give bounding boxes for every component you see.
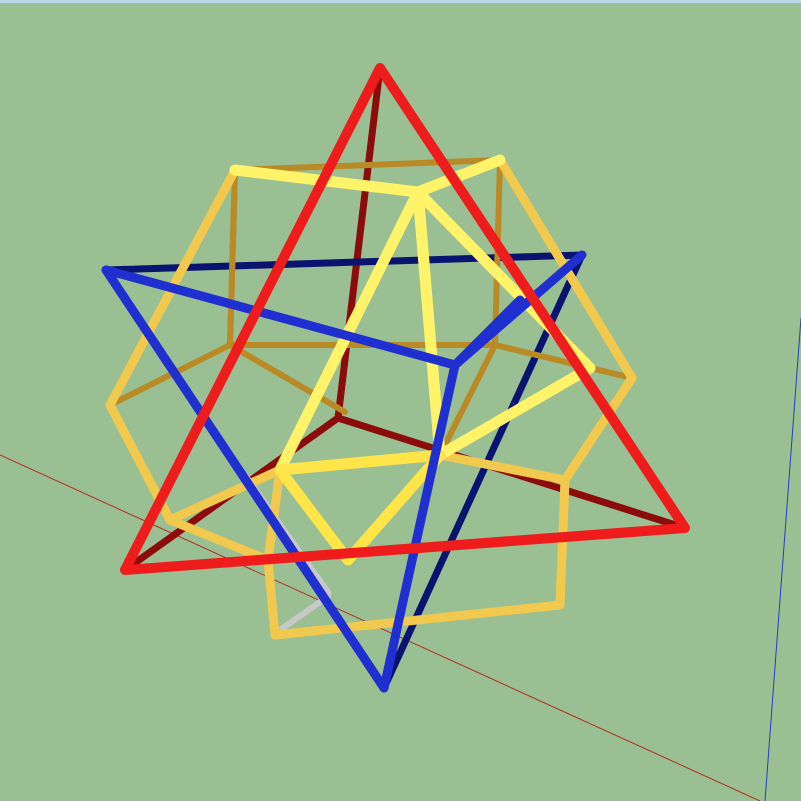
blue-axis-line (765, 318, 801, 801)
